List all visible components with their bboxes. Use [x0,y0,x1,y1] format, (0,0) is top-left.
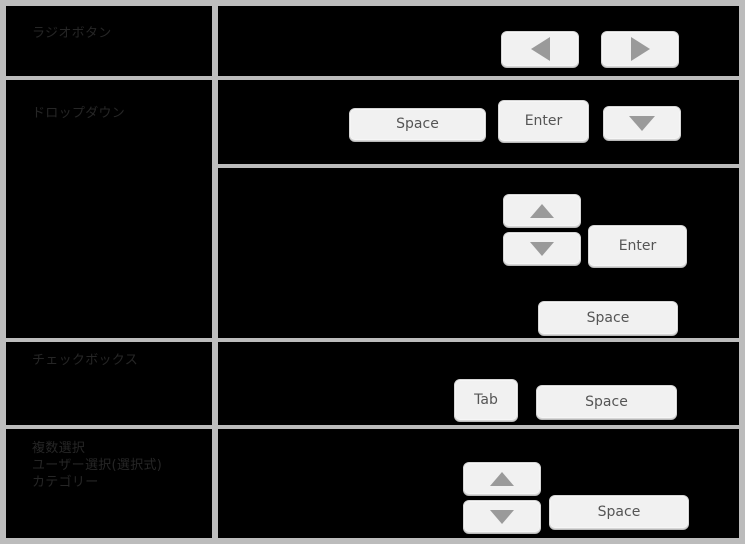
down-arrow-key[interactable] [503,232,581,265]
left-arrow-key[interactable] [501,31,579,67]
panel-cell-radio-button [218,6,739,76]
label-cell-multi-select: 複数選択 ユーザー選択(選択式) カテゴリー [6,429,212,538]
panel-cell-checkbox: Tab Space [218,342,739,425]
label-cell-checkbox: チェックボックス [6,342,212,425]
tab-key[interactable]: Tab [454,379,518,421]
enter-key-label: Enter [618,237,657,254]
space-key-label: Space [586,309,630,326]
panel-cell-dropdown-upper: Space Enter [218,80,739,164]
triangle-down-icon [530,241,554,256]
triangle-left-icon [530,37,550,61]
space-key-label: Space [597,503,641,520]
right-arrow-key[interactable] [601,31,679,67]
label-cell-radio-button: ラジオボタン [6,6,212,76]
space-key-label: Space [585,393,628,410]
enter-key[interactable]: Enter [498,100,589,142]
row-label-checkbox: チェックボックス [32,353,139,368]
panel-cell-dropdown-lower: Enter Space [218,168,739,338]
row-label-multi-select: 複数選択 ユーザー選択(選択式) カテゴリー [32,441,163,490]
enter-key[interactable]: Enter [588,225,687,267]
down-arrow-key[interactable] [603,106,681,140]
triangle-down-icon [490,509,514,524]
enter-key-label: Enter [524,112,563,129]
label-cell-dropdown: ドロップダウン [6,80,212,338]
up-arrow-key[interactable] [503,194,581,227]
triangle-right-icon [630,37,650,61]
up-arrow-key[interactable] [463,462,541,495]
triangle-down-icon [629,115,655,131]
tab-key-label: Tab [474,391,498,408]
space-key[interactable]: Space [538,301,678,335]
row-label-radio-button: ラジオボタン [32,26,112,41]
space-key[interactable]: Space [349,108,486,141]
space-key[interactable]: Space [549,495,689,529]
triangle-up-icon [530,203,554,218]
triangle-up-icon [490,471,514,486]
panel-cell-multi-select: Space [218,429,739,538]
row-label-dropdown: ドロップダウン [32,106,126,121]
space-key[interactable]: Space [536,385,677,419]
space-key-label: Space [396,116,439,132]
down-arrow-key[interactable] [463,500,541,533]
